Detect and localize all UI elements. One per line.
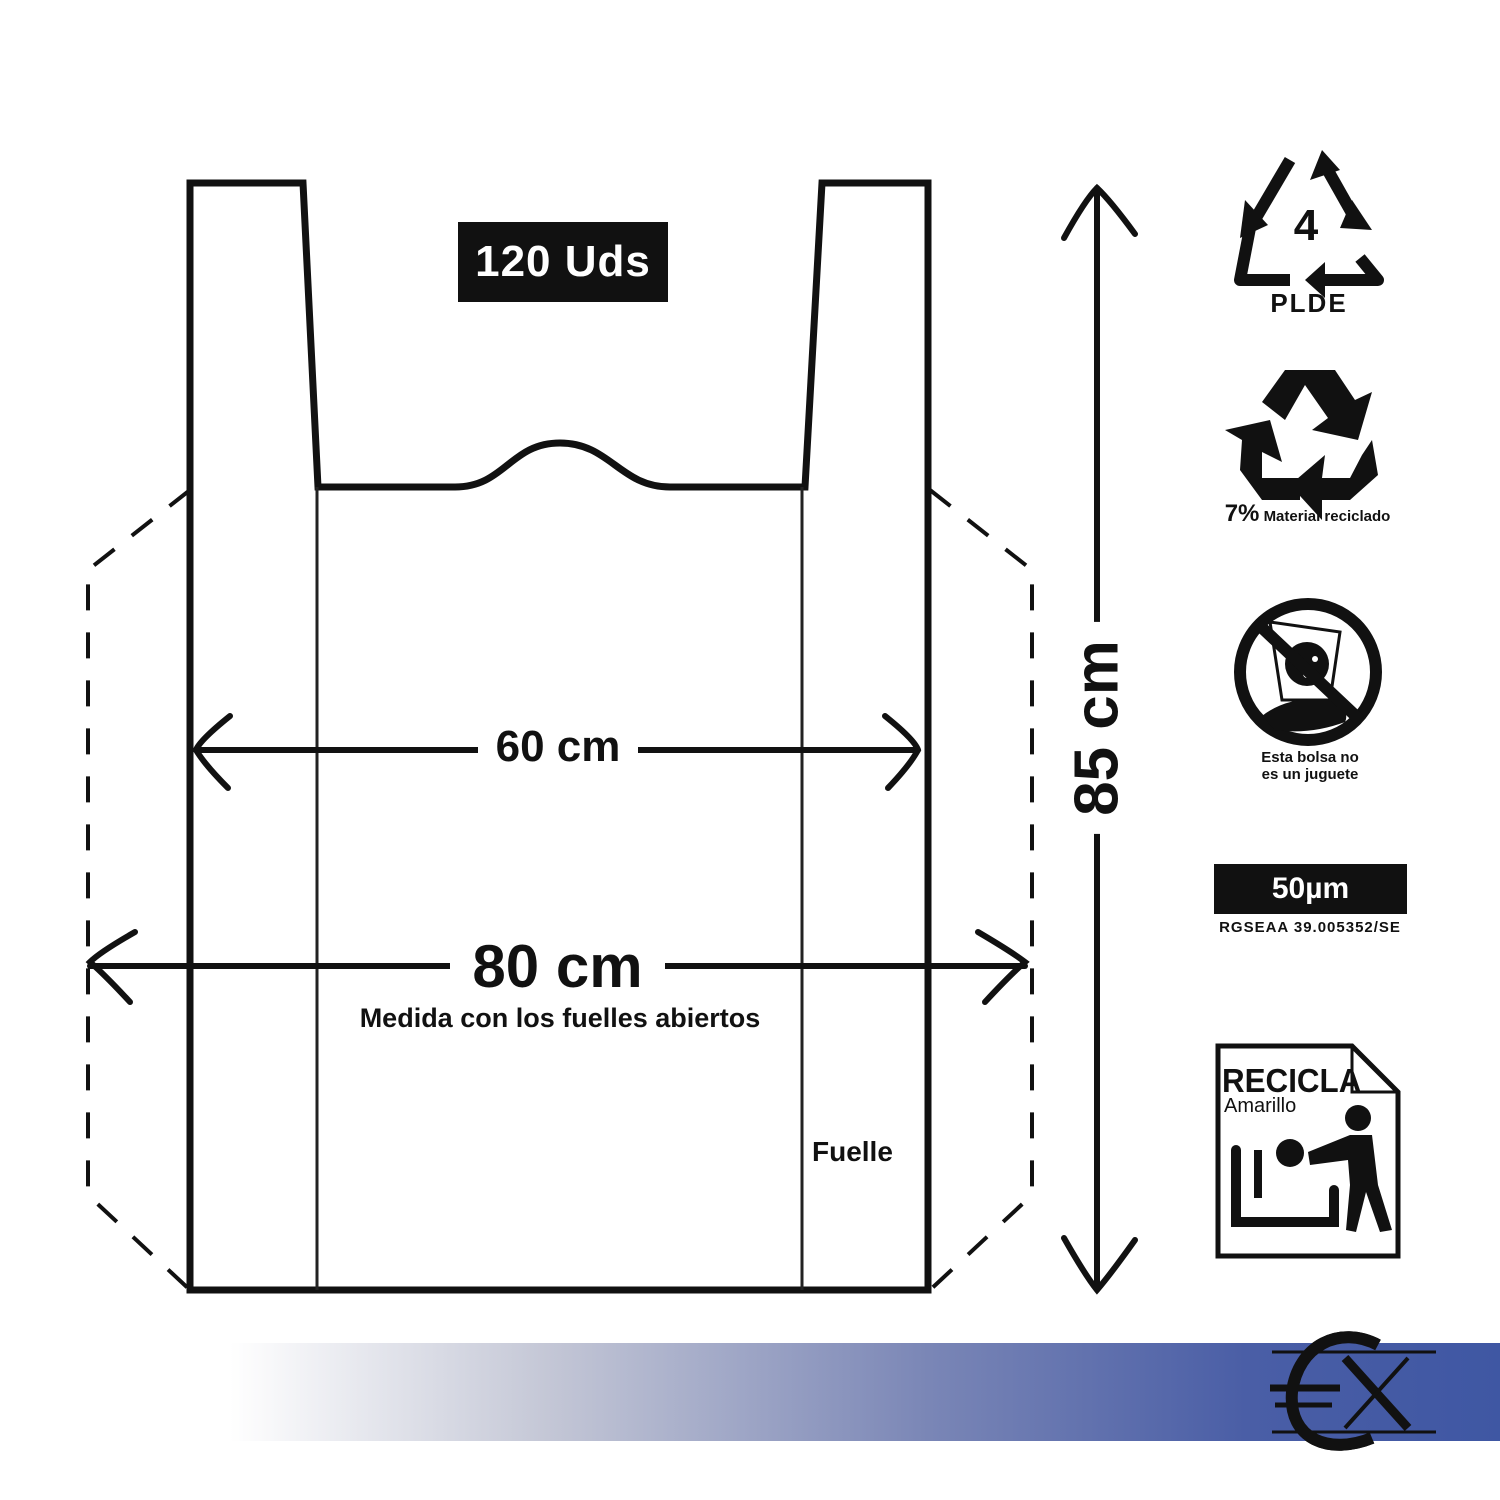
no-bag-on-head-icon xyxy=(1234,598,1382,746)
recycled-percent: 7% xyxy=(1224,500,1260,527)
gusset-open-outline xyxy=(86,488,1034,1292)
gusset-label: Fuelle xyxy=(812,1136,893,1167)
recycle-bin-icon xyxy=(1215,1043,1401,1259)
recycle-arrows-icon xyxy=(1225,370,1378,520)
toy-warning-line2: es un juguete xyxy=(1261,766,1359,783)
thickness-badge: 50µm xyxy=(1214,864,1407,914)
bag-outline xyxy=(186,179,932,1294)
recicla-color: Amarillo xyxy=(1224,1095,1297,1117)
height-85-label: 85 cm xyxy=(1061,622,1133,834)
plde-label: PLDE xyxy=(1270,288,1348,318)
recycle-code-4-icon xyxy=(1234,150,1384,298)
brand-logo-overlay xyxy=(1270,1331,1436,1451)
recicla-title: RECICLA xyxy=(1222,1062,1362,1099)
recycle-code-number: 4 xyxy=(1294,201,1319,250)
width-80-label: 80 cm xyxy=(450,932,665,1001)
registry-number: RGSEAA 39.005352/SE xyxy=(1219,919,1401,936)
open-width-note: Medida con los fuelles abiertos xyxy=(359,1003,761,1033)
width-60-label: 60 cm xyxy=(478,722,638,772)
recycled-text: Material reciclado xyxy=(1263,508,1391,525)
recycled-content-label: 7% Material reciclado xyxy=(1200,500,1415,528)
toy-warning-line1: Esta bolsa no xyxy=(1261,749,1359,766)
units-badge: 120 Uds xyxy=(458,222,668,302)
toy-warning-label: Esta bolsa no es un juguete xyxy=(1225,749,1395,783)
